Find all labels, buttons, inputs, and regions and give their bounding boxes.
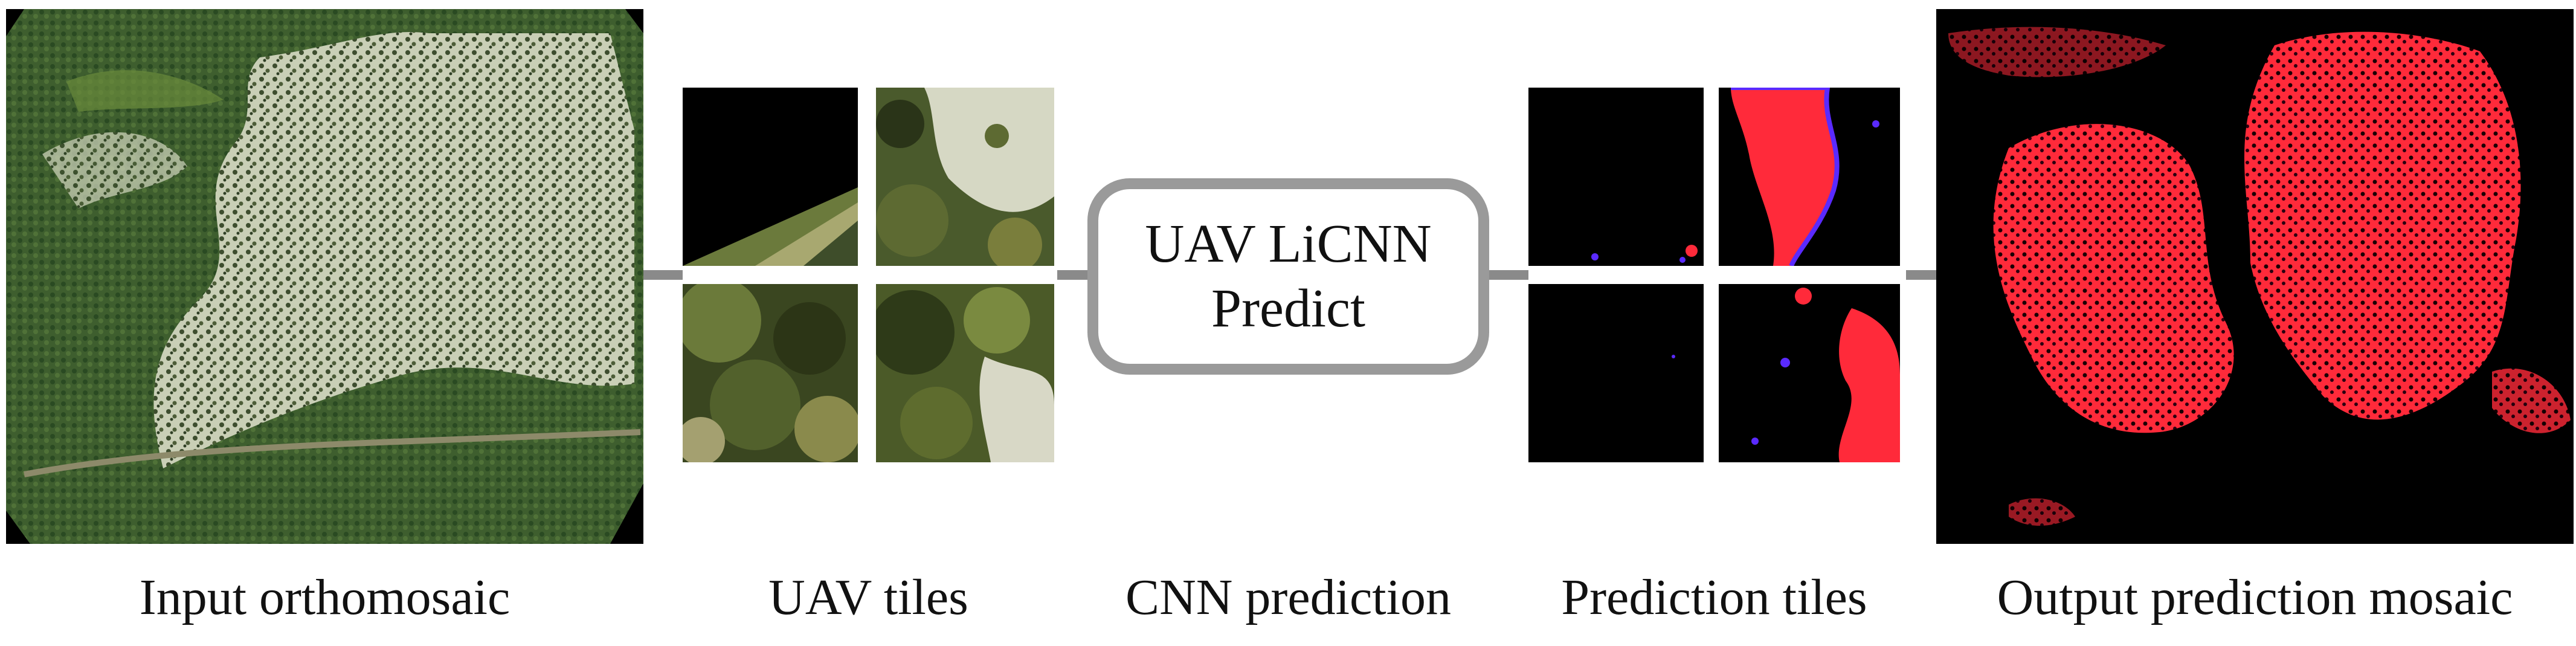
caption-cnn-prediction: CNN prediction — [1125, 569, 1451, 625]
cnn-predict-box: UAV LiCNN Predict — [1087, 178, 1489, 375]
connector-cnn-to-predtiles — [1480, 270, 1528, 280]
uav-tile-top-left — [683, 88, 858, 266]
caption-input-orthomosaic: Input orthomosaic — [139, 569, 510, 625]
cnn-box-line1: UAV LiCNN — [1145, 214, 1432, 274]
caption-output-prediction-mosaic: Output prediction mosaic — [1997, 569, 2513, 625]
caption-uav-tiles: UAV tiles — [768, 569, 968, 625]
prediction-tile-top-right — [1719, 88, 1900, 266]
output-prediction-mosaic-image — [1936, 9, 2574, 544]
uav-tile-bottom-right — [876, 284, 1054, 462]
cnn-box-line2: Predict — [1211, 278, 1365, 338]
input-orthomosaic-image — [6, 9, 643, 544]
uav-tile-top-right — [876, 88, 1054, 266]
connector-tiles-horizontal — [683, 271, 1063, 279]
prediction-tile-bottom-right — [1719, 284, 1900, 462]
uav-tile-bottom-left — [683, 284, 858, 462]
caption-prediction-tiles: Prediction tiles — [1561, 569, 1867, 625]
connector-predtiles-to-output — [1906, 270, 1936, 280]
connector-input-to-tiles — [640, 270, 683, 280]
prediction-tile-bottom-left — [1528, 284, 1704, 462]
prediction-tile-top-left — [1528, 88, 1704, 266]
